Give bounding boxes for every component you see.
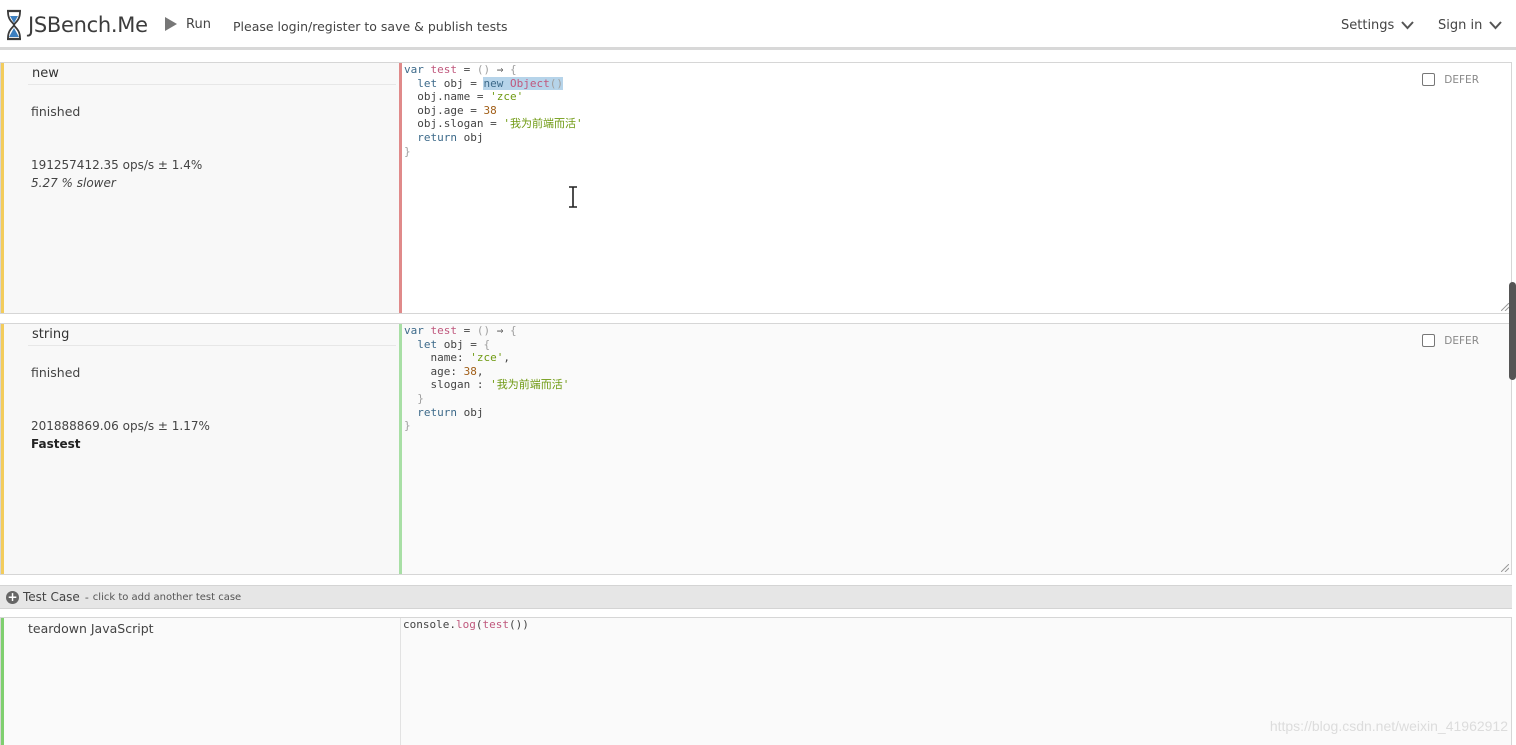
defer-toggle[interactable]: DEFER xyxy=(1422,334,1479,347)
code-line: obj.slogan = '我为前端而活' xyxy=(404,117,583,131)
code-editor[interactable]: var test = () ⇒ { let obj = { name: 'zce… xyxy=(399,324,1511,574)
defer-checkbox[interactable] xyxy=(1422,334,1436,347)
code-line: console.log(test()) xyxy=(403,618,529,631)
teardown-code-editor[interactable]: console.log(test()) xyxy=(401,618,1511,745)
resize-handle-icon[interactable] xyxy=(1501,303,1509,311)
defer-checkbox[interactable] xyxy=(1422,73,1436,86)
test-status: finished xyxy=(31,104,81,119)
brand[interactable]: JSBench.Me xyxy=(4,8,148,42)
top-navbar: JSBench.Me Run Please login/register to … xyxy=(0,0,1516,50)
code-line: return obj xyxy=(417,130,484,144)
scrollbar-thumb[interactable] xyxy=(1509,282,1516,380)
code-line: name: 'zce', xyxy=(404,351,510,365)
code-line: age: 38, xyxy=(404,364,484,378)
test-case-title[interactable]: new xyxy=(28,65,396,85)
ops-per-second: 201888869.06 ops/s ± 1.17% xyxy=(31,419,210,433)
code-line: obj.name = 'zce' xyxy=(404,90,524,104)
code-line: } xyxy=(404,419,411,433)
test-case-title[interactable]: string xyxy=(28,326,396,346)
text-cursor-icon xyxy=(569,186,577,208)
test-case-info: new finished 191257412.35 ops/s ± 1.4% 5… xyxy=(1,63,399,313)
chevron-down-icon xyxy=(1401,21,1415,30)
hourglass-logo-icon xyxy=(7,9,21,41)
code-content[interactable]: var test = () ⇒ { let obj = { name: 'zce… xyxy=(404,324,569,433)
signin-menu[interactable]: Sign in xyxy=(1438,18,1503,33)
test-case-info: string finished 201888869.06 ops/s ± 1.1… xyxy=(1,324,399,574)
plus-circle-icon: + xyxy=(6,589,19,604)
watermark: https://blog.csdn.net/weixin_41962912 xyxy=(1269,718,1508,734)
code-line: } xyxy=(417,391,424,405)
test-status: finished xyxy=(31,365,81,380)
comparison-result: 5.27 % slower xyxy=(31,176,116,190)
code-line: obj.age = 38 xyxy=(404,103,497,117)
teardown-title: teardown JavaScript xyxy=(28,621,154,636)
defer-toggle[interactable]: DEFER xyxy=(1422,73,1479,86)
login-register-link[interactable]: Please login/register to save & publish … xyxy=(233,19,508,34)
separator: - xyxy=(84,590,89,604)
defer-label: DEFER xyxy=(1444,73,1479,86)
test-case-panel: new finished 191257412.35 ops/s ± 1.4% 5… xyxy=(0,62,1512,314)
settings-menu[interactable]: Settings xyxy=(1341,18,1415,33)
run-label: Run xyxy=(186,16,211,32)
test-case-panel: string finished 201888869.06 ops/s ± 1.1… xyxy=(0,323,1512,575)
comparison-result: Fastest xyxy=(31,437,81,451)
teardown-panel: teardown JavaScript console.log(test()) xyxy=(0,617,1512,745)
code-line: return obj xyxy=(417,405,484,419)
code-line: let obj = new Object() xyxy=(417,76,563,90)
add-test-case-label: Test Case xyxy=(23,590,80,604)
add-test-case-bar[interactable]: + Test Case - click to add another test … xyxy=(0,585,1512,609)
teardown-info: teardown JavaScript xyxy=(1,618,401,745)
signin-label: Sign in xyxy=(1438,18,1483,33)
run-button[interactable]: Run xyxy=(164,16,211,32)
code-line: var test = () ⇒ { xyxy=(404,63,517,76)
ops-per-second: 191257412.35 ops/s ± 1.4% xyxy=(31,158,203,172)
code-editor[interactable]: var test = () ⇒ { let obj = new Object()… xyxy=(399,63,1511,313)
settings-label: Settings xyxy=(1341,18,1395,33)
code-line: var test = () ⇒ { xyxy=(404,324,517,337)
resize-handle-icon[interactable] xyxy=(1501,564,1509,572)
defer-label: DEFER xyxy=(1444,334,1479,347)
code-line: } xyxy=(404,144,411,158)
add-test-case-hint: click to add another test case xyxy=(92,591,242,603)
code-content[interactable]: var test = () ⇒ { let obj = new Object()… xyxy=(404,63,583,158)
teardown-code[interactable]: console.log(test()) xyxy=(403,618,529,632)
play-icon xyxy=(165,17,177,31)
brand-name: JSBench.Me xyxy=(28,13,148,37)
code-line: slogan : '我为前端而活' xyxy=(404,378,570,392)
code-line: let obj = { xyxy=(417,337,491,351)
chevron-down-icon xyxy=(1489,21,1503,30)
